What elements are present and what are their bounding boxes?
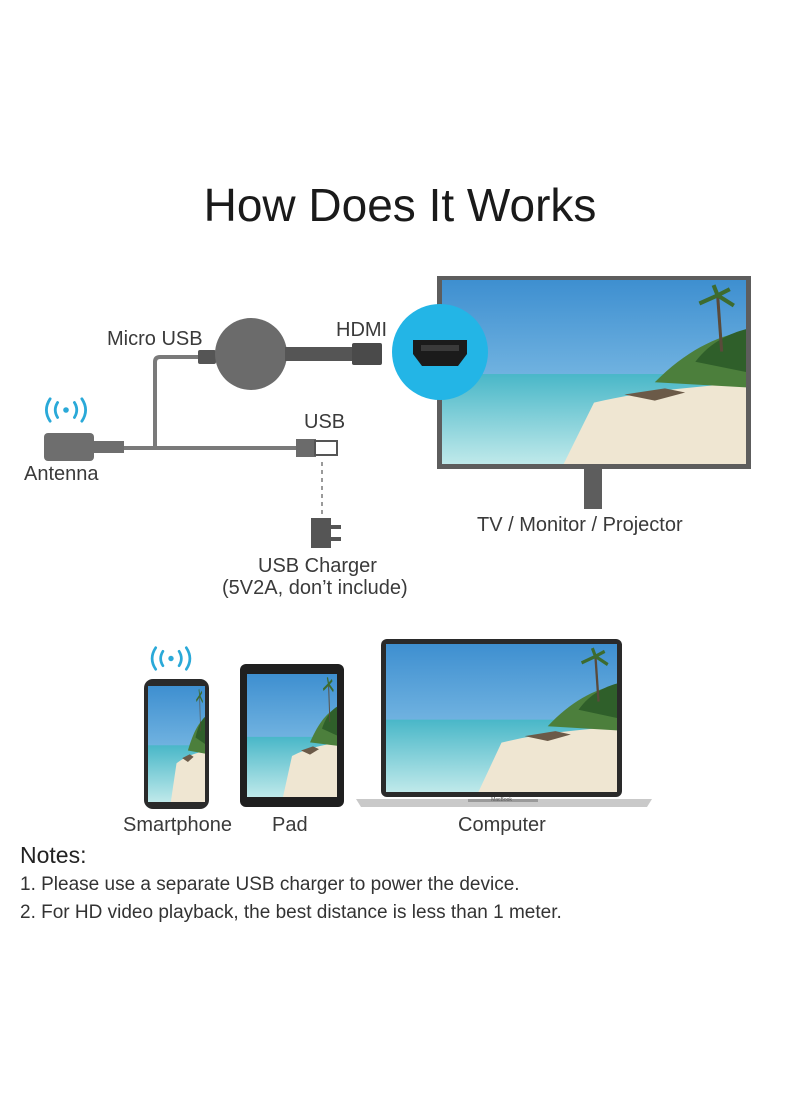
antenna-icon <box>44 433 94 461</box>
pad-label: Pad <box>272 814 308 836</box>
antenna-label: Antenna <box>24 463 99 485</box>
tv-label: TV / Monitor / Projector <box>477 514 683 536</box>
charger-icon <box>311 518 331 548</box>
note-item: 1. Please use a separate USB charger to … <box>20 874 520 895</box>
page-title: How Does It Works <box>203 179 597 231</box>
wifi-icon <box>45 397 87 423</box>
hdmi-port-icon <box>413 340 467 366</box>
dongle-device <box>215 318 287 390</box>
usb-label: USB <box>304 411 346 433</box>
micro-usb-cable <box>120 355 298 450</box>
charger-note: (5V2A, don’t include) <box>222 577 408 599</box>
computer-label: Computer <box>458 814 546 836</box>
smartphone-icon <box>144 679 209 809</box>
laptop-brand-label: MacBook <box>491 797 512 803</box>
micro-usb-plug <box>198 350 216 364</box>
tablet-icon <box>240 664 344 807</box>
wifi-icon <box>150 646 192 671</box>
hdmi-plug <box>352 343 382 365</box>
note-item: 2. For HD video playback, the best dista… <box>20 902 562 923</box>
charger-label: USB Charger <box>258 555 377 577</box>
tv-icon <box>437 276 751 509</box>
smartphone-label: Smartphone <box>123 814 232 836</box>
hdmi-label: HDMI <box>336 319 388 341</box>
laptop-icon <box>356 639 652 807</box>
hdmi-cable <box>285 347 355 361</box>
usb-plug <box>296 439 316 457</box>
micro-usb-label: Micro USB <box>107 328 203 350</box>
notes-heading: Notes: <box>20 842 87 868</box>
